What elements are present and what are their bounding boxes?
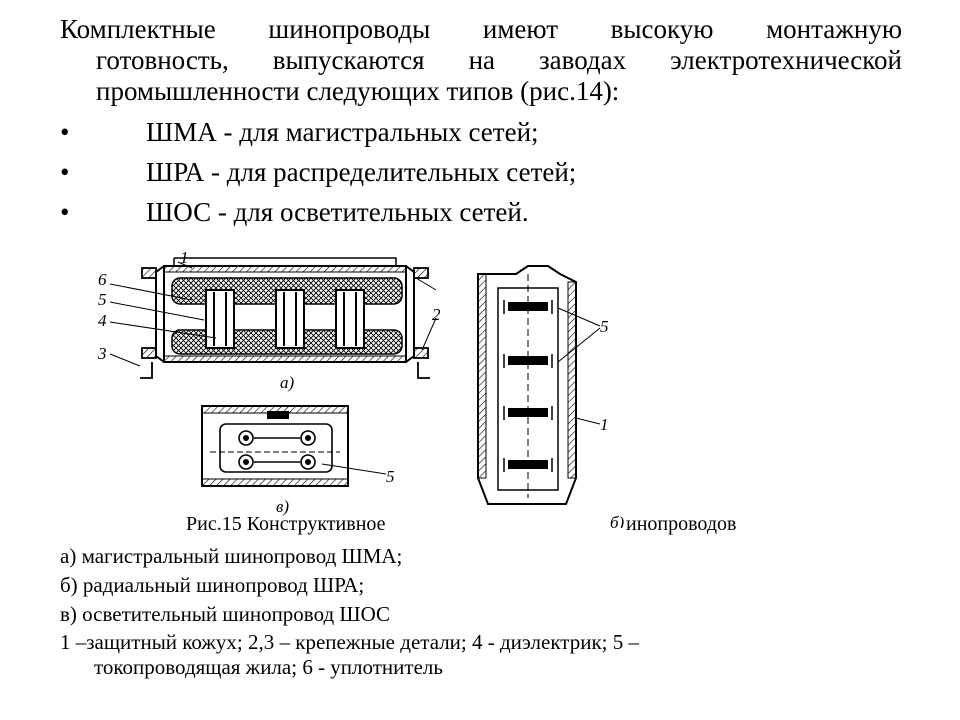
list-item-text: ШОС - для осветительных сетей. (146, 197, 529, 227)
label-5-v: 5 (386, 467, 395, 486)
figure-legend: а) магистральный шинопровод ШМА; б) ради… (60, 543, 820, 680)
legend-item-b: б) радиальный шинопровод ШРА; (60, 573, 365, 597)
caption-left: Рис.15 Конструктивное (186, 513, 386, 535)
intro-line-3: промышленности следующих типов (рис.14): (96, 76, 620, 106)
drawing-v-shos (201, 405, 349, 487)
bullet-icon: • (60, 157, 70, 187)
label-4: 4 (98, 311, 107, 330)
legend-item-a: а) магистральный шинопровод ШМА; (60, 544, 403, 568)
label-b: б) (610, 513, 625, 528)
bullet-icon: • (60, 117, 70, 147)
list-item-text: ШМА - для магистральных сетей; (146, 117, 539, 147)
drawing-a-shma (140, 257, 430, 379)
caption-right: инопроводов (626, 513, 737, 535)
drawing-svg: 1 6 5 4 3 2 а) (97, 248, 625, 528)
bullet-icon: • (60, 197, 70, 227)
intro-line-2: готовность, выпускаются на заводах элект… (96, 45, 902, 75)
busbar-technical-drawing: 1 6 5 4 3 2 а) (96, 238, 656, 528)
label-3: 3 (97, 344, 107, 363)
drawing-b-shra (477, 265, 577, 505)
label-6: 6 (98, 270, 107, 289)
label-5-b: 5 (600, 317, 609, 336)
label-1-b: 1 (600, 415, 609, 434)
intro-paragraph: Комплектные шинопроводы имеют высокую мо… (60, 14, 902, 107)
label-v: в) (276, 497, 289, 516)
parts-note-line-1: 1 –защитный кожух; 2,3 – крепежные детал… (60, 630, 639, 654)
label-2: 2 (432, 305, 441, 324)
label-a: а) (280, 373, 295, 392)
label-1-a: 1 (180, 248, 189, 267)
parts-note-line-2: токопроводящая жила; 6 - уплотнитель (94, 655, 443, 679)
legend-parts-note: 1 –защитный кожух; 2,3 – крепежные детал… (60, 630, 820, 680)
intro-line-1: Комплектные шинопроводы имеют высокую мо… (60, 14, 902, 44)
legend-item-v: в) осветительный шинопровод ШОС (60, 602, 391, 626)
list-item-text: ШРА - для распределительных сетей; (146, 157, 577, 187)
label-5-a: 5 (98, 290, 107, 309)
